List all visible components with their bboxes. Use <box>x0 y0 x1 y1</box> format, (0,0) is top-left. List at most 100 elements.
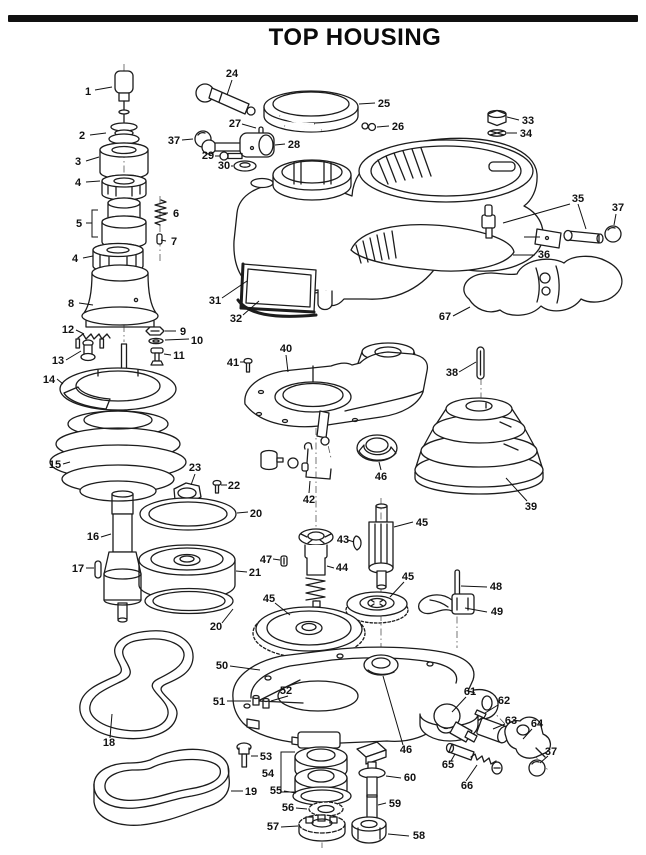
callout-44: 44 <box>336 562 349 574</box>
callout-8: 8 <box>68 298 74 310</box>
callout-29: 29 <box>202 150 214 162</box>
part-58-nut <box>351 816 387 844</box>
part-6-spring <box>154 199 167 226</box>
part-2-washer-stack <box>108 122 140 145</box>
part-19-toothed-belt <box>93 748 230 826</box>
callout-12: 12 <box>62 324 74 336</box>
callout-7: 7 <box>171 236 177 248</box>
callout-43: 43 <box>337 534 349 546</box>
part-57-castle-nut <box>298 814 346 842</box>
callout-19: 19 <box>245 786 257 798</box>
callout-47: 47 <box>260 554 272 566</box>
callout-32: 32 <box>230 313 242 325</box>
part-37-ball-c <box>528 759 546 777</box>
callout-33: 33 <box>522 115 534 127</box>
callout-54: 54 <box>262 768 275 780</box>
callout-21: 21 <box>249 567 261 579</box>
part-4-bearing-upper <box>101 174 147 201</box>
callout-14: 14 <box>43 374 56 386</box>
callout-46a: 46 <box>375 471 387 483</box>
callout-5: 5 <box>76 218 82 230</box>
callout-3: 3 <box>75 156 81 168</box>
part-56-star-washer <box>308 801 344 817</box>
callout-67: 67 <box>439 311 451 323</box>
part-18-belt-outline <box>79 630 194 740</box>
part-51-screws <box>252 694 270 709</box>
callout-4a: 4 <box>75 177 82 189</box>
part-9-nut <box>145 326 165 336</box>
callout-45b: 45 <box>402 571 414 583</box>
callout-11: 11 <box>173 350 185 362</box>
callout-64: 64 <box>531 718 544 730</box>
callout-59: 59 <box>389 798 401 810</box>
callout-42: 42 <box>303 494 315 506</box>
callout-23: 23 <box>189 462 201 474</box>
part-22-screw <box>212 479 222 494</box>
part-59-bolt <box>366 776 378 820</box>
callout-6: 6 <box>173 208 179 220</box>
callout-58: 58 <box>413 830 425 842</box>
part-66-spring-screw <box>470 753 503 775</box>
part-26-clip <box>361 122 377 132</box>
part-64-elbow-fitting <box>504 716 552 759</box>
part-35-pin <box>563 229 604 244</box>
part-37-ball-b <box>604 225 622 243</box>
part-5-spacer-sleeves <box>101 197 147 249</box>
callout-15: 15 <box>49 459 61 471</box>
part-15-bellows-stack <box>49 410 187 502</box>
callout-37a: 37 <box>168 135 180 147</box>
callout-52: 52 <box>280 685 292 697</box>
part-11-stud <box>150 347 164 366</box>
callout-34: 34 <box>520 128 533 140</box>
part-40-cover-plate <box>244 342 429 446</box>
part-43-clip <box>352 535 362 551</box>
callout-13: 13 <box>52 355 64 367</box>
callout-49: 49 <box>491 606 503 618</box>
part-12-spring <box>77 333 111 340</box>
callout-20a: 20 <box>250 508 262 520</box>
top-rule-bar <box>8 15 638 22</box>
callout-61: 61 <box>464 686 476 698</box>
callout-2: 2 <box>79 130 85 142</box>
callout-18: 18 <box>103 737 115 749</box>
callout-50: 50 <box>216 660 228 672</box>
part-28-detent-plunger <box>201 132 275 158</box>
part-20-oring-upper <box>139 497 237 531</box>
part-45-gear-small <box>345 591 409 624</box>
part-20-oring-lower <box>144 587 234 615</box>
callout-1: 1 <box>85 86 91 98</box>
callout-labels: 1 2 3 4 5 6 7 4 8 12 9 10 11 13 14 15 16… <box>43 68 624 842</box>
callout-37c: 37 <box>545 746 557 758</box>
leader-lines <box>56 79 617 837</box>
part-46-bearing-a <box>356 434 398 462</box>
part-13-pivot-parts <box>75 338 105 362</box>
part-1-plunger-knob <box>114 70 134 123</box>
part-34-lock-washer <box>487 129 507 137</box>
callout-9: 9 <box>180 326 186 338</box>
callout-41: 41 <box>227 357 239 369</box>
callout-51: 51 <box>213 696 225 708</box>
part-49-shift-fork <box>418 593 475 615</box>
part-17-pin <box>94 560 102 579</box>
part-16-drive-shaft <box>103 490 142 623</box>
part-45-gear-large <box>252 606 366 659</box>
part-14-clamp-ring <box>59 343 177 473</box>
callout-40: 40 <box>280 343 292 355</box>
part-38-dowel-pin <box>476 346 485 380</box>
callout-45a: 45 <box>416 517 428 529</box>
part-46-bearing-b <box>363 654 399 676</box>
callout-24: 24 <box>226 68 239 80</box>
callout-45c: 45 <box>263 593 275 605</box>
callout-48: 48 <box>490 581 502 593</box>
callout-30: 30 <box>218 160 230 172</box>
callout-55: 55 <box>270 785 282 797</box>
part-29-bolt <box>219 151 243 161</box>
part-30-washer <box>233 160 257 172</box>
page-title: TOP HOUSING <box>268 24 442 51</box>
part-44-spline-shaft <box>298 528 334 608</box>
callout-46b: 46 <box>400 744 412 756</box>
part-47-pin <box>280 555 288 567</box>
callout-35: 35 <box>572 193 584 205</box>
